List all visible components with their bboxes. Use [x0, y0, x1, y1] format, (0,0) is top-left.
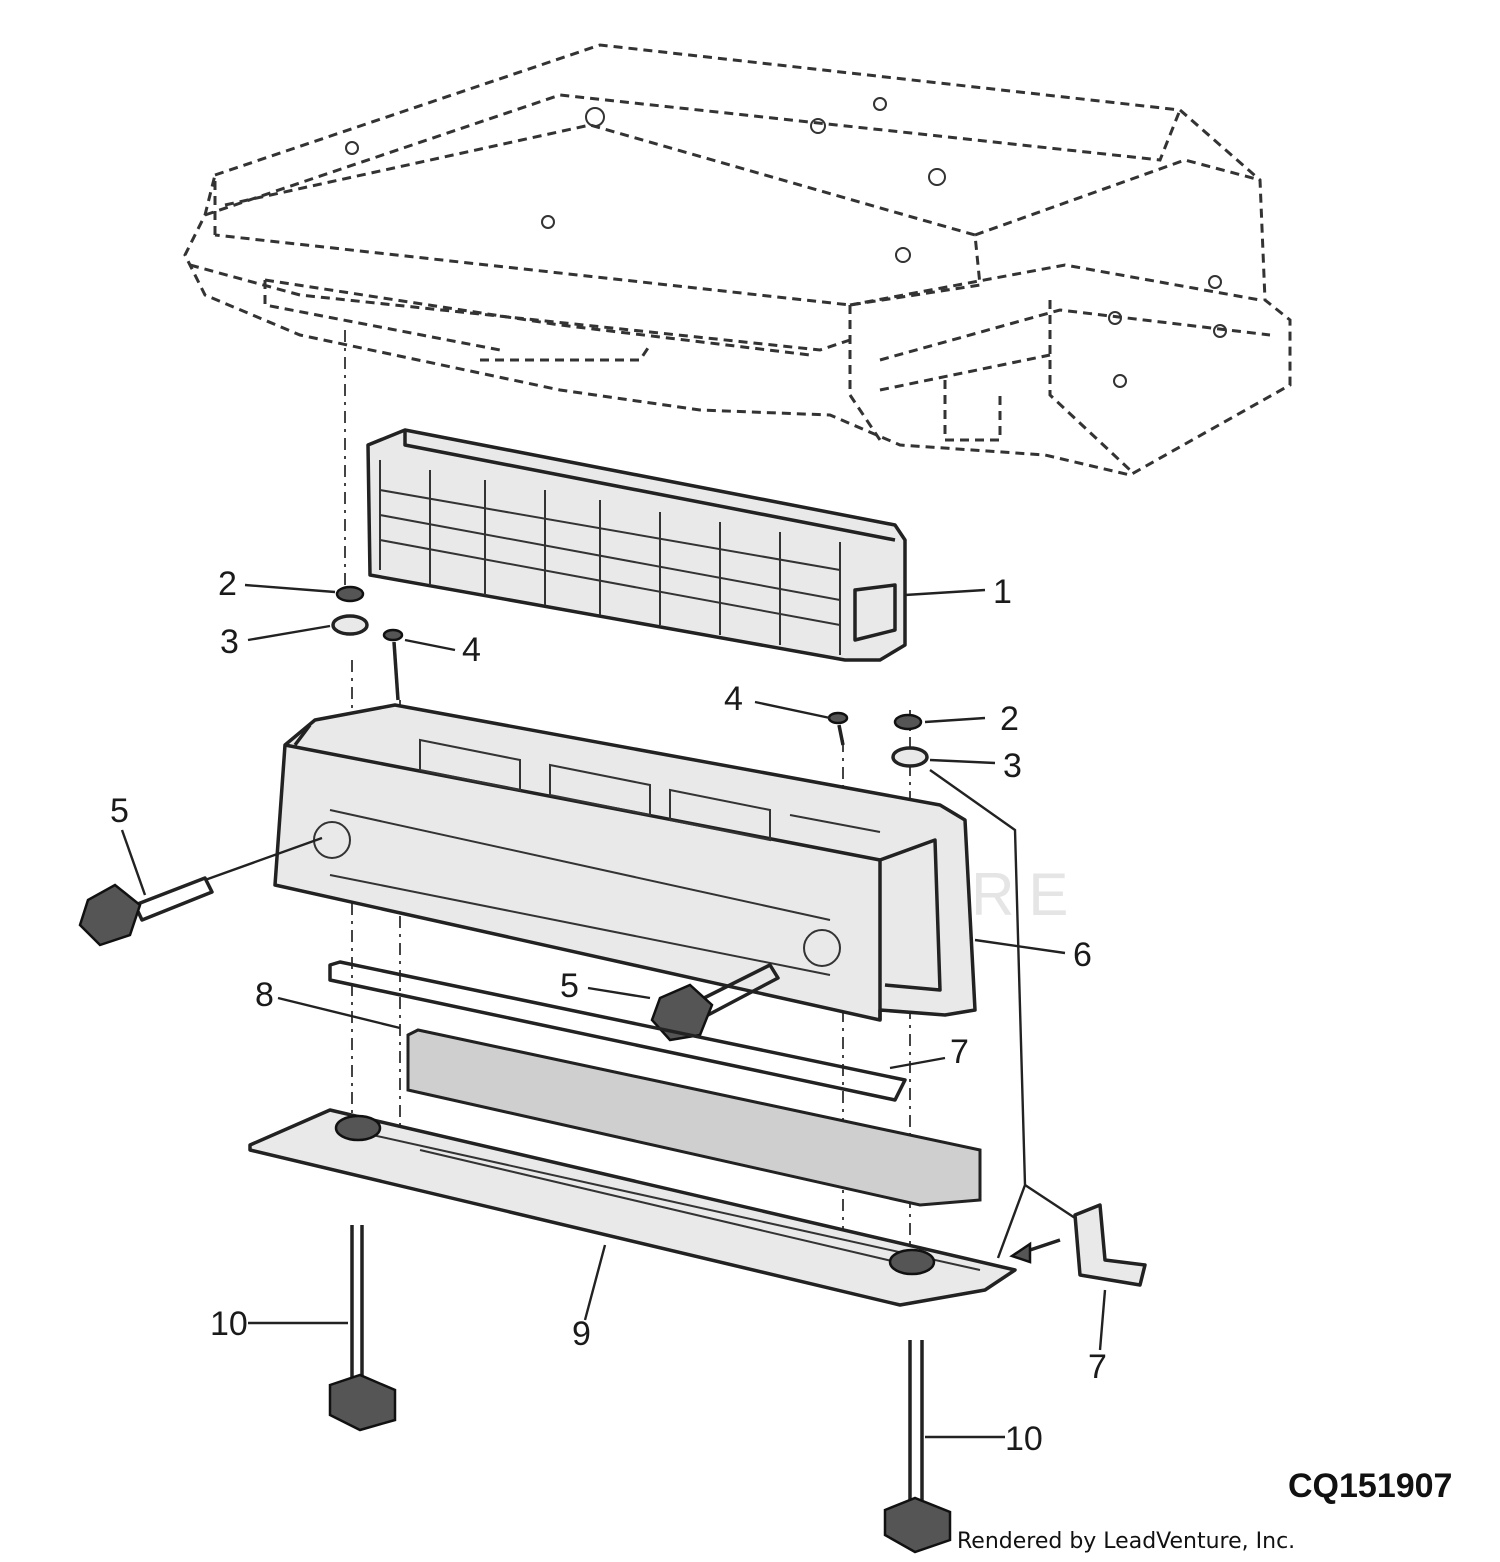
callout-5-right: 5: [560, 967, 579, 1005]
callout-10-left: 10: [210, 1305, 248, 1343]
part-10-screw-right: [883, 1340, 952, 1554]
callout-3-right: 3: [1003, 747, 1022, 785]
callout-2-right: 2: [1000, 700, 1019, 738]
part-7-filter-element: [406, 1028, 982, 1207]
callout-1: 1: [993, 573, 1012, 611]
callout-5-left: 5: [110, 792, 129, 830]
callout-7-filter: 7: [950, 1033, 969, 1071]
part-4-screw-left: [382, 628, 404, 701]
callout-8: 8: [255, 976, 274, 1014]
leader-lines: [120, 583, 1107, 1439]
roof-housing-outline: [183, 43, 1292, 477]
part-5-knob-bolt-right: [650, 963, 780, 1042]
part-5-knob-bolt-left: [78, 876, 214, 947]
part-2-washer-right: [893, 713, 923, 731]
callout-2-left: 2: [218, 565, 237, 603]
part-2-washer-left: [335, 585, 365, 603]
callout-4-left: 4: [462, 631, 481, 669]
callout-7-bracket: 7: [1088, 1348, 1107, 1386]
callout-4-right: 4: [724, 680, 743, 718]
part-3-nut-left: [331, 614, 369, 636]
part-1-grille: [366, 428, 907, 662]
callout-6: 6: [1073, 936, 1092, 974]
part-7-bracket: [1073, 1203, 1147, 1287]
part-9-base-tray: [248, 1108, 1017, 1307]
part-4-screw-right: [827, 711, 849, 746]
part-8-gasket-strip: [328, 960, 907, 1102]
part-6-housing: [273, 703, 977, 1022]
part-3-nut-right: [891, 746, 929, 768]
render-credit: Rendered by LeadVenture, Inc.: [957, 1529, 1295, 1554]
part-10-screw-left: [328, 1225, 397, 1432]
callout-3-left: 3: [220, 623, 239, 661]
callout-9: 9: [572, 1315, 591, 1353]
callout-10-right: 10: [1005, 1420, 1043, 1458]
figure-id: CQ151907: [1288, 1467, 1452, 1505]
